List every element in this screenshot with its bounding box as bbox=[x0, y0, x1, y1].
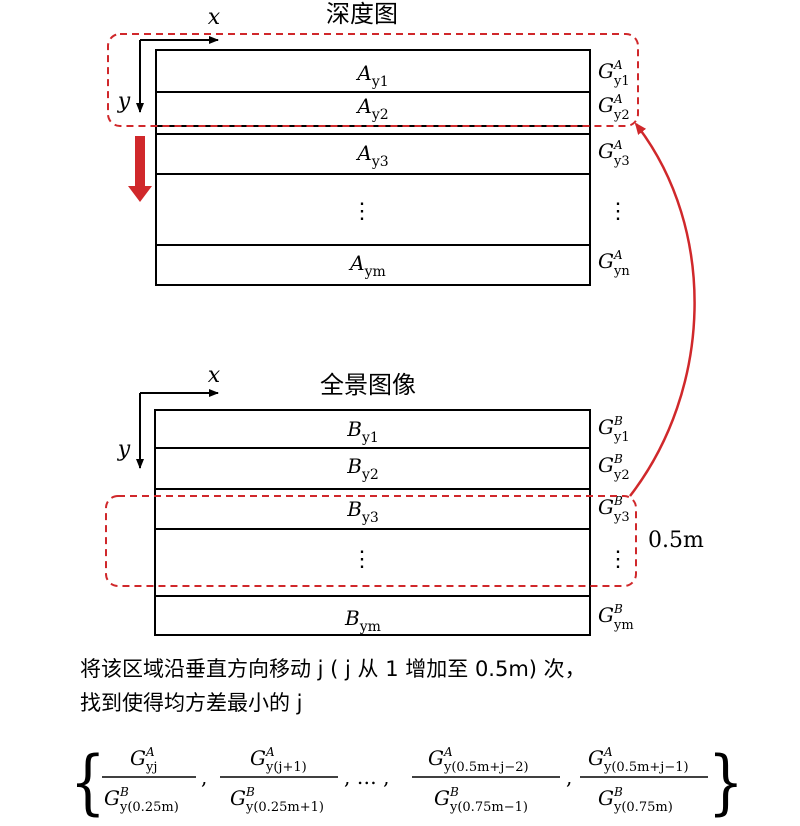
bottom-g-ellipsis: ⋮ bbox=[607, 547, 629, 572]
top-g-ellipsis: ⋮ bbox=[607, 199, 629, 224]
panorama-table bbox=[154, 409, 591, 636]
svg-text:GAy(0.5m+j−2): GAy(0.5m+j−2) bbox=[428, 745, 529, 775]
caption-line-2: 找到使得均方差最小的 j bbox=[80, 691, 303, 715]
depth-map-table bbox=[155, 49, 591, 286]
bottom-highlight-region bbox=[105, 495, 637, 587]
bottom-y-axis-label: y bbox=[117, 437, 131, 462]
formula-separator-3: , bbox=[566, 765, 572, 789]
svg-text:GBy(0.25m): GBy(0.25m) bbox=[104, 785, 179, 815]
svg-text:GAy(j+1): GAy(j+1) bbox=[250, 745, 307, 775]
svg-text:GBy(0.25m+1): GBy(0.25m+1) bbox=[230, 785, 324, 815]
formula-separator-2: , … , bbox=[344, 765, 389, 789]
top-x-axis-label: x bbox=[208, 5, 221, 30]
bottom-row-label-m: Bym bbox=[344, 606, 381, 635]
svg-text:GAy(0.5m+j−1): GAy(0.5m+j−1) bbox=[588, 745, 689, 775]
panorama-title: 全景图像 bbox=[320, 371, 416, 399]
window-size-label: 0.5m bbox=[648, 528, 704, 553]
formula-left-brace: { bbox=[70, 741, 106, 823]
formula-separator-1: , bbox=[201, 765, 207, 789]
caption-line-1: 将该区域沿垂直方向移动 j ( j 从 1 增加至 0.5m) 次， bbox=[80, 657, 586, 681]
bottom-row-label-3: By3 bbox=[346, 497, 379, 526]
top-row-label-1: Ay1 bbox=[355, 61, 388, 90]
svg-text:GBy(0.75m−1): GBy(0.75m−1) bbox=[434, 785, 528, 815]
svg-text:GBy(0.75m): GBy(0.75m) bbox=[598, 785, 673, 815]
top-row-ellipsis: ⋮ bbox=[351, 199, 373, 224]
bottom-row-ellipsis: ⋮ bbox=[351, 547, 373, 572]
top-row-label-m: Aym bbox=[348, 251, 386, 280]
shift-down-arrow-icon bbox=[128, 136, 152, 202]
depth-map-title: 深度图 bbox=[326, 0, 398, 28]
match-arrow bbox=[629, 122, 696, 497]
top-row-label-3: Ay3 bbox=[355, 141, 388, 170]
top-y-axis-label: y bbox=[117, 89, 131, 114]
bottom-row-label-1: By1 bbox=[346, 417, 379, 446]
top-highlight-region bbox=[107, 33, 639, 127]
bottom-x-axis-label: x bbox=[208, 363, 221, 388]
top-row-label-2: Ay2 bbox=[355, 94, 388, 123]
bottom-row-label-2: By2 bbox=[346, 454, 379, 483]
formula-right-brace: } bbox=[708, 741, 744, 823]
